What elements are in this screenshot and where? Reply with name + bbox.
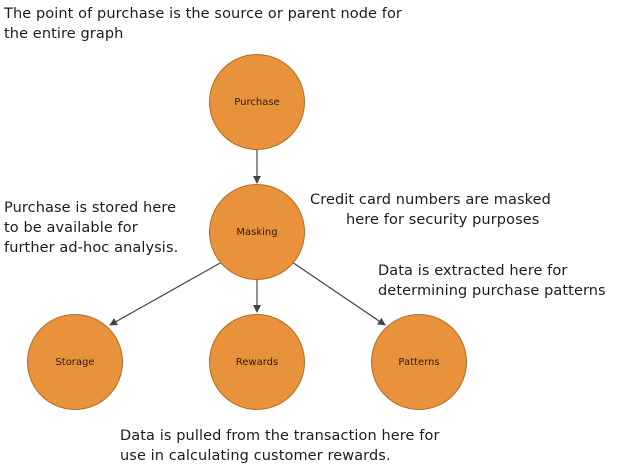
note-line: The point of purchase is the source or p… bbox=[4, 6, 402, 22]
note-line: to be available for bbox=[4, 220, 138, 236]
note-line: Credit card numbers are masked bbox=[310, 192, 551, 208]
note-source: The point of purchase is the source or p… bbox=[4, 4, 402, 44]
note-masking: Credit card numbers are masked here for … bbox=[310, 190, 551, 230]
note-rewards: Data is pulled from the transaction here… bbox=[120, 426, 440, 466]
note-line: Data is extracted here for bbox=[378, 263, 568, 279]
node-storage: Storage bbox=[27, 314, 123, 410]
note-line: use in calculating customer rewards. bbox=[120, 448, 391, 464]
note-line: Purchase is stored here bbox=[4, 200, 177, 216]
note-line: the entire graph bbox=[4, 26, 124, 42]
note-line: determining purchase patterns bbox=[378, 283, 606, 299]
note-line: further ad-hoc analysis. bbox=[4, 240, 179, 256]
note-line: Data is pulled from the transaction here… bbox=[120, 428, 440, 444]
node-rewards: Rewards bbox=[209, 314, 305, 410]
note-patterns: Data is extracted here for determining p… bbox=[378, 261, 606, 301]
node-purchase: Purchase bbox=[209, 54, 305, 150]
edge-masking-storage bbox=[109, 261, 223, 326]
note-line: here for security purposes bbox=[346, 212, 540, 228]
node-masking: Masking bbox=[209, 184, 305, 280]
note-storage: Purchase is stored here to be available … bbox=[4, 198, 178, 258]
node-patterns: Patterns bbox=[371, 314, 467, 410]
edge-masking-patterns bbox=[291, 261, 386, 326]
